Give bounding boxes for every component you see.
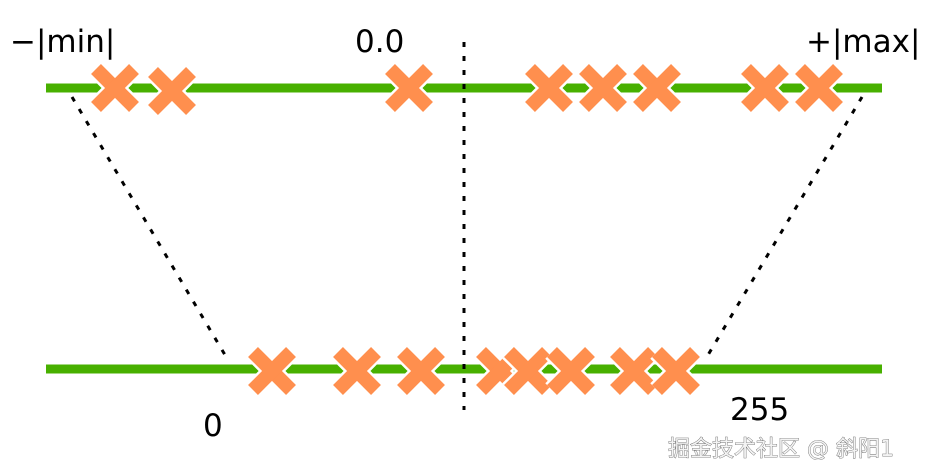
min-label: −|min|: [10, 24, 115, 60]
cross-icon: [577, 62, 629, 114]
cross-icon: [331, 345, 383, 397]
markers: [89, 62, 845, 397]
cross-icon: [383, 62, 435, 114]
cross-icon: [739, 62, 791, 114]
zero-label: 0.0: [355, 24, 404, 60]
int-max-label: 255: [730, 392, 789, 428]
cross-icon: [523, 62, 575, 114]
cross-icon: [631, 62, 683, 114]
right-mapping-guide: [703, 96, 864, 361]
cross-icon: [793, 62, 845, 114]
cross-icon: [395, 345, 447, 397]
cross-icon: [545, 345, 597, 397]
cross-icon: [246, 345, 298, 397]
cross-icon: [608, 345, 660, 397]
cross-icon: [89, 62, 141, 114]
watermark: 掘金技术社区 @ 斜阳1: [668, 437, 894, 460]
cross-icon: [502, 345, 554, 397]
cross-icon: [146, 65, 198, 117]
int-min-label: 0: [203, 408, 223, 444]
left-mapping-guide: [70, 96, 230, 361]
cross-icon: [650, 345, 702, 397]
max-label: +|max|: [806, 24, 920, 60]
